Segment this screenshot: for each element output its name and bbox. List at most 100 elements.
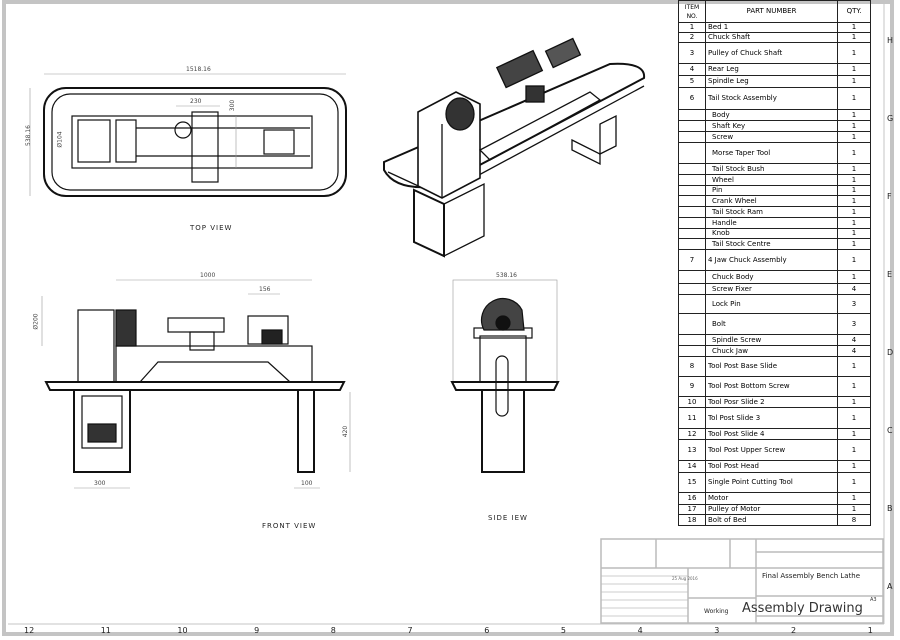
bom-item (678, 195, 706, 207)
dim-overall-width: 538.16 (25, 125, 32, 146)
bom-qty: 1 (837, 142, 871, 164)
bom-item (678, 185, 706, 196)
bom-qty: 1 (837, 87, 871, 110)
bom-qty: 1 (837, 270, 871, 284)
date-field: 25 Aug 2016 (672, 576, 698, 581)
bom-item (678, 142, 706, 164)
bom-item: 4 (678, 63, 706, 76)
zone-col-label: 11 (100, 626, 111, 635)
bom-qty: 4 (837, 334, 871, 346)
header-item: ITEM NO. (678, 0, 706, 23)
bom-part: Tol Post Slide 3 (705, 407, 838, 429)
bom-part: Chuck Jaw (705, 345, 838, 357)
dim-100: 100 (301, 480, 313, 487)
bom-part: Knob (705, 228, 838, 239)
dim-overall-length: 1518.16 (186, 66, 211, 73)
bom-part: Pulley of Chuck Shaft (705, 42, 838, 64)
bom-part: Single Point Cutting Tool (705, 472, 838, 493)
header-part: PART NUMBER (705, 0, 838, 23)
bom-item: 5 (678, 75, 706, 88)
zone-row-label: B (887, 504, 893, 513)
bom-part: Morse Taper Tool (705, 142, 838, 164)
bom-item (678, 163, 706, 175)
dim-420: 420 (342, 425, 350, 438)
bom-qty: 1 (837, 63, 871, 76)
bom-qty: 1 (837, 428, 871, 440)
bom-part: Body (705, 109, 838, 121)
bom-qty: 1 (837, 460, 871, 473)
bom-item: 13 (678, 439, 706, 461)
bom-item (678, 334, 706, 346)
bom-part: Tail Stock Assembly (705, 87, 838, 110)
bom-part: Rear Leg (705, 63, 838, 76)
bom-part: 4 Jaw Chuck Assembly (705, 249, 838, 271)
bom-item: 9 (678, 376, 706, 397)
zone-row-label: D (887, 348, 894, 357)
material-field: Working (704, 608, 729, 615)
bom-part: Spindle Leg (705, 75, 838, 88)
bom-part: Lock Pin (705, 294, 838, 314)
bom-item: 8 (678, 356, 706, 377)
zone-col-label: 6 (484, 626, 490, 635)
bom-item: 12 (678, 428, 706, 440)
bom-qty: 1 (837, 396, 871, 408)
bom-part: Tool Post Head (705, 460, 838, 473)
bom-qty: 4 (837, 283, 871, 295)
bom-part: Chuck Body (705, 270, 838, 284)
side-view-drawing (450, 279, 560, 473)
zone-row-label: H (887, 36, 894, 45)
bom-part: Spindle Screw (705, 334, 838, 346)
bom-qty: 1 (837, 217, 871, 229)
zone-row-label: C (887, 426, 893, 435)
bom-item (678, 283, 706, 295)
front-view-drawing (41, 279, 351, 489)
bom-item (678, 120, 706, 132)
bom-item: 11 (678, 407, 706, 429)
bom-qty: 1 (837, 376, 871, 397)
bom-part: Motor (705, 492, 838, 505)
bom-qty: 1 (837, 185, 871, 196)
bom-qty: 1 (837, 504, 871, 515)
dim-dia-200: Ø200 (32, 313, 40, 330)
bom-qty: 1 (837, 174, 871, 186)
bom-qty: 3 (837, 294, 871, 314)
bom-item: 18 (678, 514, 706, 526)
zone-col-label: 2 (791, 626, 797, 635)
bom-part: Screw (705, 131, 838, 143)
zone-col-label: 1 (867, 626, 873, 635)
dim-dia-104: Ø104 (56, 131, 64, 148)
zone-row-label: G (887, 114, 894, 123)
zone-row-label: E (887, 270, 893, 279)
bom-item (678, 109, 706, 121)
bom-item (678, 217, 706, 229)
bom-qty: 1 (837, 238, 871, 250)
bom-part: Tail Stock Centre (705, 238, 838, 250)
bom-part: Bolt of Bed (705, 514, 838, 526)
bom-qty: 1 (837, 163, 871, 175)
zone-col-label: 10 (177, 626, 188, 635)
bom-item (678, 228, 706, 239)
bom-qty: 1 (837, 109, 871, 121)
